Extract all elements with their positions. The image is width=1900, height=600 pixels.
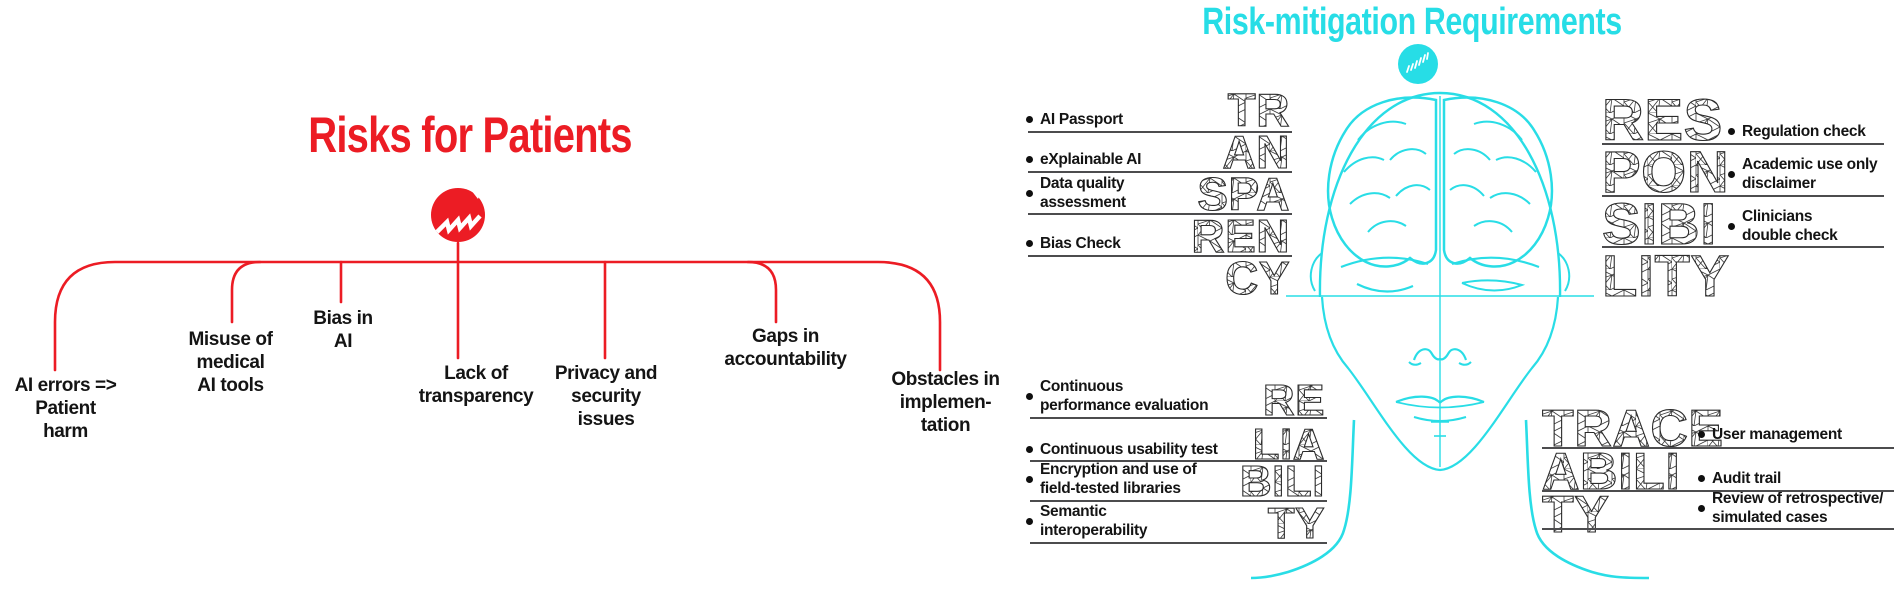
list-item-regulation-check: Regulation check xyxy=(1728,122,1866,141)
separator-line xyxy=(1542,528,1894,530)
list-item-explainable-ai: eXplainable AI xyxy=(1026,150,1141,169)
list-item-bias-check: Bias Check xyxy=(1026,234,1121,253)
bullet-icon xyxy=(1026,475,1033,483)
list-item-audit-trail: Audit trail xyxy=(1698,469,1781,488)
mitigation-title: Risk-mitigation Requirements xyxy=(1202,1,1622,43)
list-item-performance-evaluation: Continuous performance evaluation xyxy=(1026,377,1209,415)
bullet-icon xyxy=(1026,446,1033,453)
separator-line xyxy=(1030,417,1327,419)
separator-line xyxy=(1030,460,1327,462)
mitigation-stitched-circle-icon xyxy=(1398,44,1438,84)
list-item-data-quality: Data quality assessment xyxy=(1026,174,1126,212)
mesh-word-responsibility-4: LITY xyxy=(1601,243,1729,309)
risk-branch-label-transparency: Lack of transparency xyxy=(418,363,534,407)
risk-cracked-circle-icon xyxy=(431,188,485,242)
svg-text:BILI: BILI xyxy=(1240,457,1325,506)
svg-text:TY: TY xyxy=(1268,499,1325,548)
bullet-icon xyxy=(1026,240,1033,247)
risk-branch-label-privacy: Privacy and security issues xyxy=(554,363,658,430)
separator-line xyxy=(1602,195,1884,197)
mesh-word-transparency-3: SPA xyxy=(1197,167,1290,220)
svg-text:RES: RES xyxy=(1602,88,1723,153)
mesh-word-transparency-1: TR xyxy=(1227,83,1290,136)
separator-line xyxy=(1602,246,1884,248)
bullet-icon xyxy=(1728,222,1735,230)
svg-text:PON: PON xyxy=(1602,140,1729,205)
svg-text:REN: REN xyxy=(1191,210,1290,262)
separator-line xyxy=(1028,213,1292,215)
separator-line xyxy=(1542,447,1894,449)
mesh-word-reliability-4: TY xyxy=(1267,498,1325,548)
list-item-semantic-interoperability: Semantic interoperability xyxy=(1026,502,1147,540)
list-item-academic-use: Academic use only disclaimer xyxy=(1728,155,1878,193)
separator-line xyxy=(1028,255,1292,257)
separator-line xyxy=(1030,542,1327,544)
bullet-icon xyxy=(1728,128,1735,135)
svg-text:LITY: LITY xyxy=(1602,244,1730,309)
risk-branch-label-bias: Bias in AI xyxy=(313,308,373,352)
bullet-icon xyxy=(1698,475,1705,482)
separator-line xyxy=(1602,143,1884,145)
separator-line xyxy=(1028,171,1292,173)
list-item-encryption-libraries: Encryption and use of field-tested libra… xyxy=(1026,460,1197,498)
risk-branch-label-misuse: Misuse of medical AI tools xyxy=(188,329,273,396)
svg-text:AN: AN xyxy=(1223,126,1290,178)
svg-text:CY: CY xyxy=(1225,252,1290,304)
bullet-icon xyxy=(1698,504,1705,512)
bullet-icon xyxy=(1026,116,1033,123)
bullet-icon xyxy=(1026,392,1033,400)
list-item-clinicians-double-check: Clinicians double check xyxy=(1728,207,1838,245)
separator-line xyxy=(1028,131,1292,133)
separator-line xyxy=(1030,500,1327,502)
list-item-usability-test: Continuous usability test xyxy=(1026,440,1218,459)
risk-branch-label-obstacles: Obstacles in implemen- tation xyxy=(891,369,1000,436)
bullet-icon xyxy=(1026,156,1033,163)
risks-title: Risks for Patients xyxy=(308,107,632,163)
risk-branch-label-ai-errors: AI errors => Patient harm xyxy=(14,375,117,442)
svg-text:SPA: SPA xyxy=(1197,168,1290,220)
bullet-icon xyxy=(1728,170,1735,178)
mesh-word-responsibility-1: RES xyxy=(1601,87,1722,153)
list-item-ai-passport: AI Passport xyxy=(1026,110,1123,129)
bullet-icon xyxy=(1698,431,1705,438)
mesh-word-transparency-4: REN xyxy=(1191,209,1290,262)
svg-text:TY: TY xyxy=(1542,486,1609,544)
list-item-review-cases: Review of retrospective/ simulated cases xyxy=(1698,489,1883,527)
mesh-word-transparency-5: CY xyxy=(1225,251,1291,304)
mesh-word-transparency-2: AN xyxy=(1222,125,1290,178)
separator-line xyxy=(1542,490,1894,492)
mesh-word-reliability-3: BILI xyxy=(1239,456,1325,506)
risk-tree-lines xyxy=(53,241,942,372)
mesh-word-responsibility-2: PON xyxy=(1601,139,1729,205)
head-brain-illustration xyxy=(1250,91,1650,580)
list-item-user-management: User management xyxy=(1698,425,1842,444)
svg-text:TR: TR xyxy=(1228,84,1290,136)
mesh-word-traceability-3: TY xyxy=(1541,485,1609,544)
risk-branch-label-accountability: Gaps in accountability xyxy=(724,326,847,370)
bullet-icon xyxy=(1026,189,1033,197)
bullet-icon xyxy=(1026,517,1033,525)
